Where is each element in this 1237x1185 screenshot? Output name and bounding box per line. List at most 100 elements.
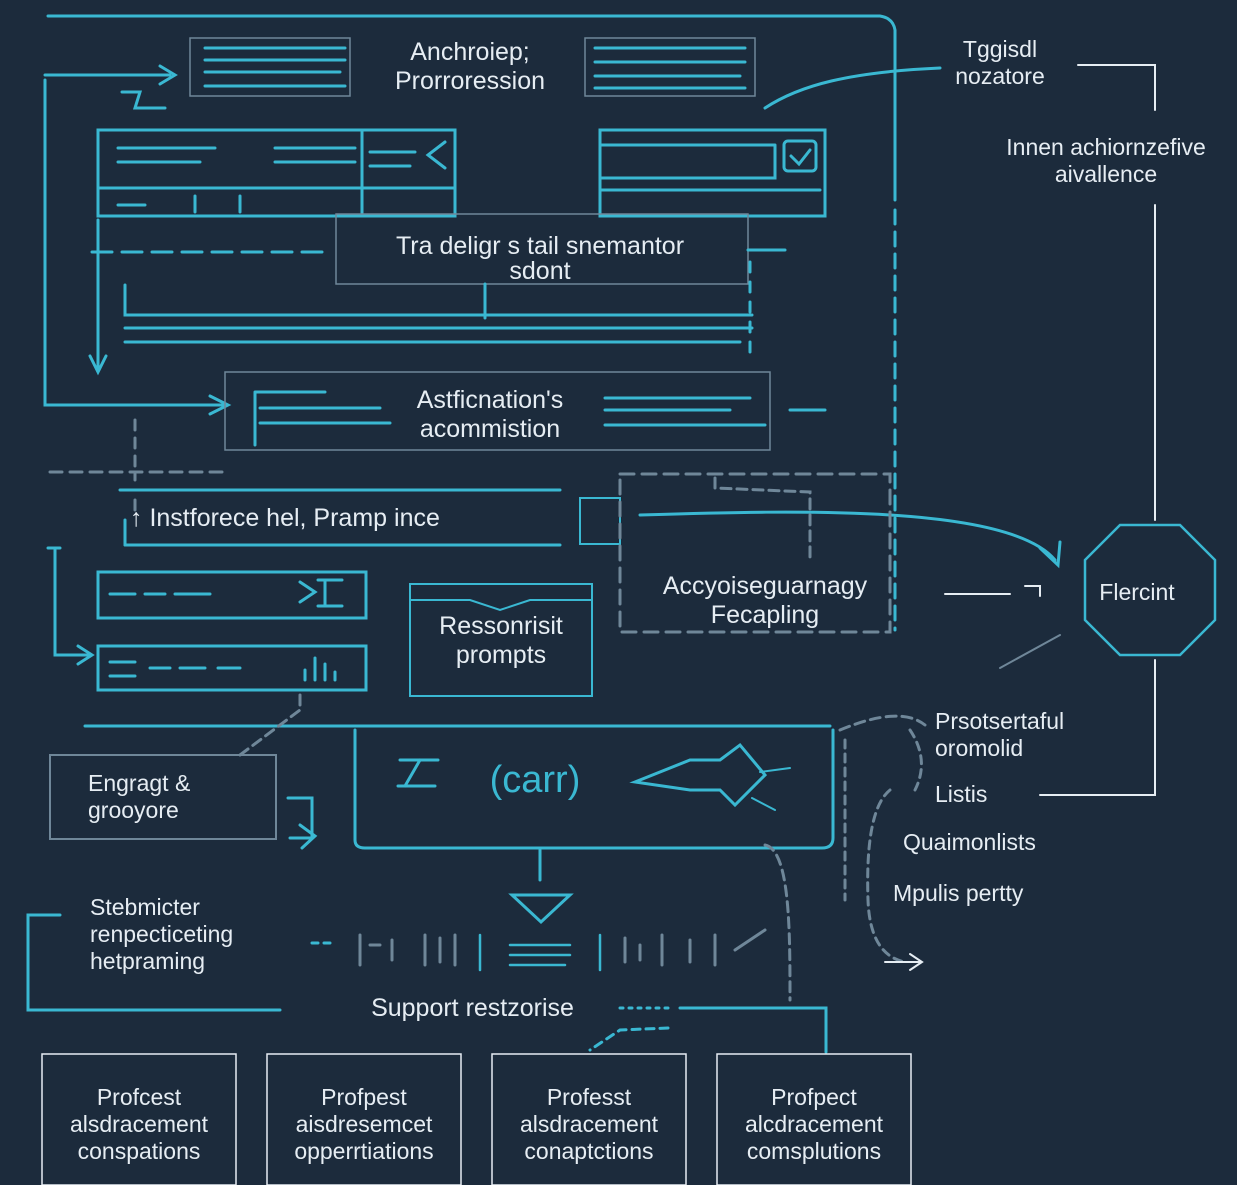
form-left-box (96, 128, 457, 218)
bottom-box-2: Profpest aisdresemcet opperrtiations (269, 1084, 459, 1165)
instforece-end-box (579, 497, 621, 545)
bar-box-1 (96, 570, 368, 620)
mid-glyph-row-1 (358, 933, 457, 967)
left-down-arrow (88, 218, 108, 376)
form-right-tick (789, 148, 812, 167)
bottom-box-4-line-1: Profpect (771, 1084, 857, 1110)
design-lower-lines (123, 283, 754, 344)
accyoise-line-2: Fecapling (710, 601, 820, 629)
prsotsertaful-line-2: oromolid (935, 735, 1024, 761)
header-left-box (189, 37, 351, 97)
bar-box-1-lines (108, 578, 344, 608)
accyoise-label: Accyoiseguarnagy Fecapling (640, 572, 890, 630)
form-right-check (782, 139, 818, 173)
bottom-box-frame-4 (716, 1053, 912, 1185)
form-check-box (360, 128, 457, 218)
engragt-line-1: Engragt & (88, 770, 191, 796)
support-to-box-3 (588, 1026, 670, 1052)
mpulis-label: Mpulis pertty (893, 880, 1024, 906)
instforece-label: ↑ Instforece hel, Pramp ince (130, 504, 440, 533)
bottom-box-1-line-2: alsdracement (69, 1111, 209, 1137)
instforece-to-flercint (638, 510, 1057, 562)
bottom-box-2-line-2: aisdresemcet (295, 1111, 433, 1137)
bottom-box-1: Profcest alsdracement conspations (44, 1084, 234, 1165)
design-detail-label: Tra deligr s tail snemantor sdont (340, 232, 740, 286)
center-down-triangle (508, 848, 574, 925)
bar-box-2 (96, 644, 368, 692)
bottom-box-frame-3 (491, 1053, 687, 1185)
bottom-box-3-line-3: conaptctions (524, 1138, 654, 1164)
flercint-down-line (1039, 659, 1156, 796)
bar-left-loop (53, 548, 92, 657)
center-glyph-z (396, 758, 440, 788)
mid-glyph-row-2 (623, 928, 767, 967)
ressorisit-tab (409, 599, 593, 612)
flercint-left-dash (944, 585, 1041, 597)
accyoise-box (618, 472, 892, 634)
instforece-text: Instforece hel, Pramp ince (149, 504, 440, 532)
bottom-box-4: Profpect alcdracement comsplutions (719, 1084, 909, 1165)
quaimonlists-label: Quaimonlists (903, 829, 1036, 855)
bottom-box-frame-2 (266, 1053, 462, 1185)
stebmicter-line-2: renpecticeting (90, 921, 234, 947)
header-left-lines (203, 46, 347, 88)
listis-label: Listis (935, 781, 988, 807)
right-list-curve-3 (866, 788, 907, 964)
stebmicter-line-1: Stebmicter (90, 894, 200, 920)
tggisdl-right-bracket (1077, 64, 1156, 111)
engragt-label: Engragt & grooyore (88, 770, 190, 824)
form-check-glyph (368, 140, 447, 170)
instforece-arrow-head (1038, 540, 1062, 569)
bottom-box-4-line-2: alcdracement (744, 1111, 884, 1137)
header-title: Anchroiep; Prorroression (370, 38, 570, 96)
astfication-right-lines (603, 396, 827, 427)
bottom-box-1-line-1: Profcest (96, 1084, 182, 1110)
bottom-box-2-line-3: opperrtiations (294, 1138, 434, 1164)
engragt-arrow (298, 823, 318, 850)
flercint-label: Flercint (1099, 579, 1175, 605)
outer-frame-top (46, 14, 897, 202)
form-right-lines (598, 143, 822, 192)
center-arrow-right (629, 742, 768, 808)
innen-line-1: Innen achiornzefive (1006, 134, 1206, 160)
innen-line-2: aivallence (1054, 161, 1158, 187)
stebmicter-label: Stebmicter renpecticeting hetpraming (90, 894, 233, 975)
prsotsertaful-label: Prsotsertaful oromolid (935, 708, 1064, 762)
bottom-box-2-line-1: Profpest (321, 1084, 407, 1110)
center-right-dashed (763, 843, 792, 1002)
accyoise-inner (713, 476, 812, 562)
header-right-box (584, 37, 756, 97)
left-mid-arrow-head (208, 394, 232, 416)
engragt-bracket (286, 796, 314, 840)
bar-box-2-lines (108, 656, 337, 682)
tggisdl-line-in (763, 66, 942, 110)
flercint-low-dash (999, 634, 1061, 669)
astfication-box (224, 371, 771, 451)
header-right-lines (593, 46, 747, 90)
right-list-arrow (884, 953, 924, 971)
bottom-box-3-line-1: Professt (546, 1084, 632, 1110)
tggisdl-line-1: Tggisdl (962, 36, 1038, 62)
ressorisit-box (409, 583, 593, 697)
engragt-line-2: grooyore (88, 797, 179, 823)
accyoise-line-1: Accyoiseguarnagy (662, 572, 868, 600)
astfication-label: Astficnation's acommistion (380, 386, 600, 444)
bottom-box-3: Professt alsdracement conaptctions (494, 1084, 684, 1165)
right-list-curve (838, 714, 927, 732)
engragt-up-dashed (238, 688, 302, 757)
center-arrow-dash (751, 767, 791, 811)
ressorisit-line-2: prompts (455, 641, 547, 669)
astfication-line-1: Astficnation's (416, 386, 564, 414)
form-left-lines (96, 146, 457, 214)
support-to-box-4 (678, 1006, 828, 1054)
center-glyph: (carr) (489, 759, 581, 801)
left-loop-connector (43, 78, 227, 407)
bottom-box-1-line-3: conspations (77, 1138, 201, 1164)
bottom-box-4-line-3: comsplutions (746, 1138, 882, 1164)
astfication-line-2: acommistion (419, 415, 561, 443)
prsotsertaful-line-1: Prsotsertaful (935, 708, 1065, 734)
flercint-octagon (1083, 523, 1217, 657)
header-small-glyph (120, 90, 167, 110)
